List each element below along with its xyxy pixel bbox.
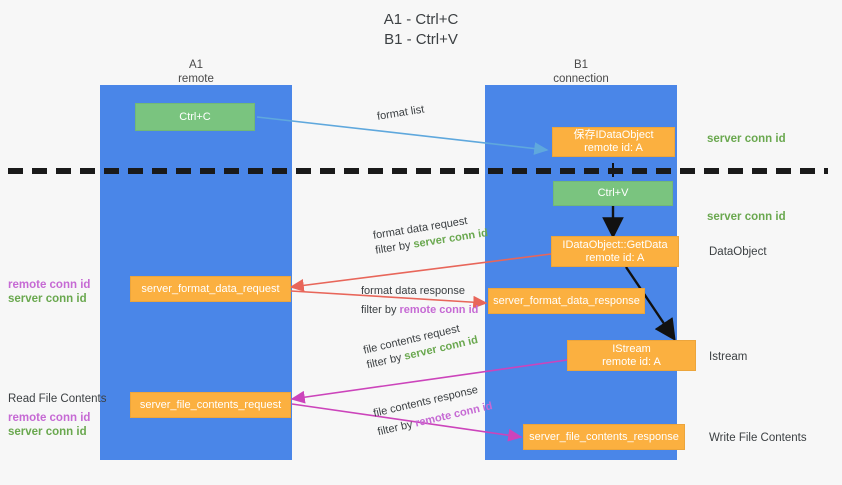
node-istream-line1: IStream [612,342,651,355]
edge-label-format-data-response-filter: filter by remote conn id [361,303,478,318]
node-ctrl-c-label: Ctrl+C [179,110,211,123]
annotation-istream: Istream [709,351,748,363]
page-title: A1 - Ctrl+C B1 - Ctrl+V [0,10,842,50]
annotation-write-file-contents: Write File Contents [709,432,807,444]
lane-header-b1: B1 connection [485,58,677,86]
node-ctrl-v-label: Ctrl+V [597,187,629,199]
annotation-server-conn-id-mid-left: server conn id [8,293,87,305]
node-save-idataobject-line1: 保存IDataObject [573,129,654,141]
node-server-format-data-request[interactable]: server_format_data_request [130,276,291,302]
lane-b1-name: B1 [573,59,589,71]
edge-label-file-contents-request: file contents request filter by server c… [362,318,480,373]
annotation-server-conn-id-bottom: server conn id [8,426,87,438]
edge-label-format-data-request: format data request filter by server con… [372,211,489,258]
annotation-read-file-contents: Read File Contents [8,393,107,405]
node-istream[interactable]: IStream remote id: A [567,340,696,371]
edge-label-file-contents-response: file contents response filter by remote … [372,381,494,441]
title-line-2: B1 - Ctrl+V [384,31,458,48]
edge-label-format-data-response: format data response filter by remote co… [361,284,478,318]
lane-a1-name: A1 [188,59,204,71]
edge-label-format-list: format list [376,103,425,125]
filter-key-remote-conn-id: remote conn id [399,304,479,316]
edge-label-format-data-response-text: format data response [361,285,465,297]
node-server-file-contents-request-label: server_file_contents_request [139,398,282,411]
node-idataobject-getdata-line1: IDataObject::GetData [562,238,668,251]
node-server-format-data-response[interactable]: server_format_data_response [488,288,645,314]
node-server-format-data-request-label: server_format_data_request [141,282,280,295]
lane-b1-subtitle: connection [553,73,609,85]
annotation-conn-ids-bottom: remote conn id server conn id [8,411,90,439]
annotation-conn-ids-mid: remote conn id server conn id [8,278,90,306]
node-istream-line2: remote id: A [602,355,661,368]
title-line-1: A1 - Ctrl+C [383,11,459,28]
annotation-remote-conn-id-mid: remote conn id [8,279,91,291]
node-idataobject-getdata[interactable]: IDataObject::GetData remote id: A [551,236,679,267]
node-ctrl-v[interactable]: Ctrl+V [553,181,673,206]
lane-a1-subtitle: remote [178,73,214,85]
edge-label-format-list-text: format list [376,103,426,123]
filter-prefix: filter by [361,304,400,316]
node-server-file-contents-request[interactable]: server_file_contents_request [130,392,291,418]
annotation-server-conn-id-mid: server conn id [707,211,786,223]
node-save-idataobject-line2: remote id: A [584,142,643,154]
annotation-server-conn-id-top: server conn id [707,133,786,145]
node-idataobject-getdata-line2: remote id: A [585,251,645,264]
annotation-dataobject: DataObject [709,246,767,258]
lane-header-a1: A1 remote [100,58,292,86]
node-server-file-contents-response-label: server_file_contents_response [529,430,679,443]
node-server-file-contents-response[interactable]: server_file_contents_response [523,424,685,450]
node-save-idataobject[interactable]: 保存IDataObject remote id: A [552,127,675,157]
filter-prefix: filter by [376,417,417,439]
annotation-remote-conn-id-bottom: remote conn id [8,412,91,424]
node-server-format-data-response-label: server_format_data_response [493,294,640,307]
node-ctrl-c[interactable]: Ctrl+C [135,103,255,131]
